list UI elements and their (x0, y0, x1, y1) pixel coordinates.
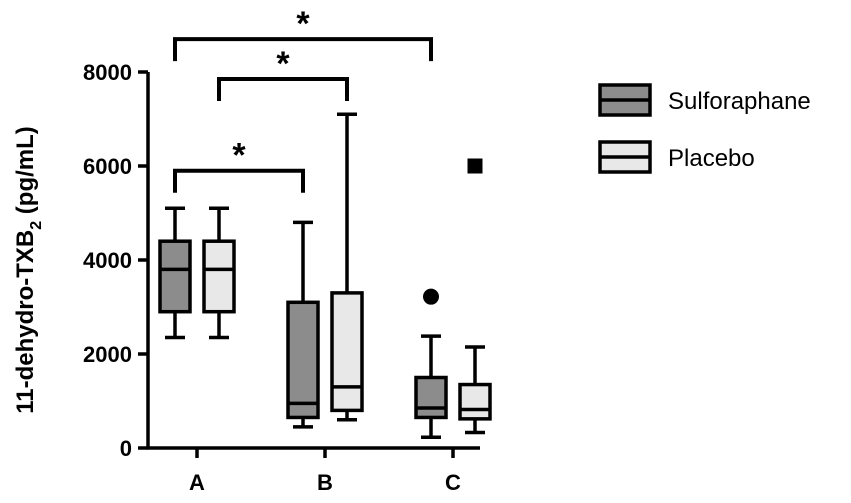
x-tick-label: A (189, 470, 205, 495)
box-iqr (286, 300, 320, 420)
significance-bracket: * (217, 45, 349, 102)
box-placebo-b (330, 112, 364, 422)
legend-item: Placebo (598, 140, 755, 174)
outlier-point (423, 288, 439, 305)
y-tick-label: 4000 (83, 248, 132, 273)
y-axis-title: 11-dehydro-TXB2 (pg/mL) (12, 126, 45, 414)
y-tick-label: 2000 (83, 342, 132, 367)
outlier-point (467, 158, 483, 174)
significance-bracket: * (173, 137, 305, 193)
y-axis-title-main: 11-dehydro-TXB (12, 230, 39, 414)
box-iqr (330, 291, 364, 413)
box-iqr (414, 375, 448, 420)
box-plot-boxes (158, 112, 492, 439)
x-axis: A B C (146, 446, 480, 495)
bracket-line (173, 168, 305, 193)
x-tick-label: C (445, 470, 461, 495)
legend-label: Sulforaphane (668, 88, 811, 115)
box-sulforaphane-b (286, 220, 320, 429)
box-iqr (158, 239, 192, 314)
y-tick-label: 6000 (83, 154, 132, 179)
legend-label: Placebo (668, 145, 755, 172)
box-placebo-a (202, 206, 236, 340)
y-tick-label: 8000 (83, 60, 132, 85)
significance-asterisk: * (276, 45, 290, 83)
y-axis-title-subscript: 2 (28, 221, 45, 230)
box-sulforaphane-a (158, 206, 192, 340)
bracket-line (173, 37, 433, 62)
box-iqr (202, 239, 236, 314)
box-placebo-c (458, 158, 492, 435)
y-axis-title-unit: (pg/mL) (12, 126, 39, 221)
y-axis: 0 2000 4000 6000 8000 (83, 60, 150, 461)
box-sulforaphane-c (414, 288, 448, 439)
box-iqr (458, 382, 492, 421)
significance-asterisk: * (232, 137, 246, 175)
x-tick-label: B (317, 470, 333, 495)
significance-brackets: *** (173, 5, 433, 193)
bracket-line (217, 77, 349, 102)
legend-item: Sulforaphane (598, 83, 811, 117)
significance-bracket: * (173, 5, 433, 62)
significance-asterisk: * (296, 5, 310, 43)
y-tick-label: 0 (120, 436, 132, 461)
